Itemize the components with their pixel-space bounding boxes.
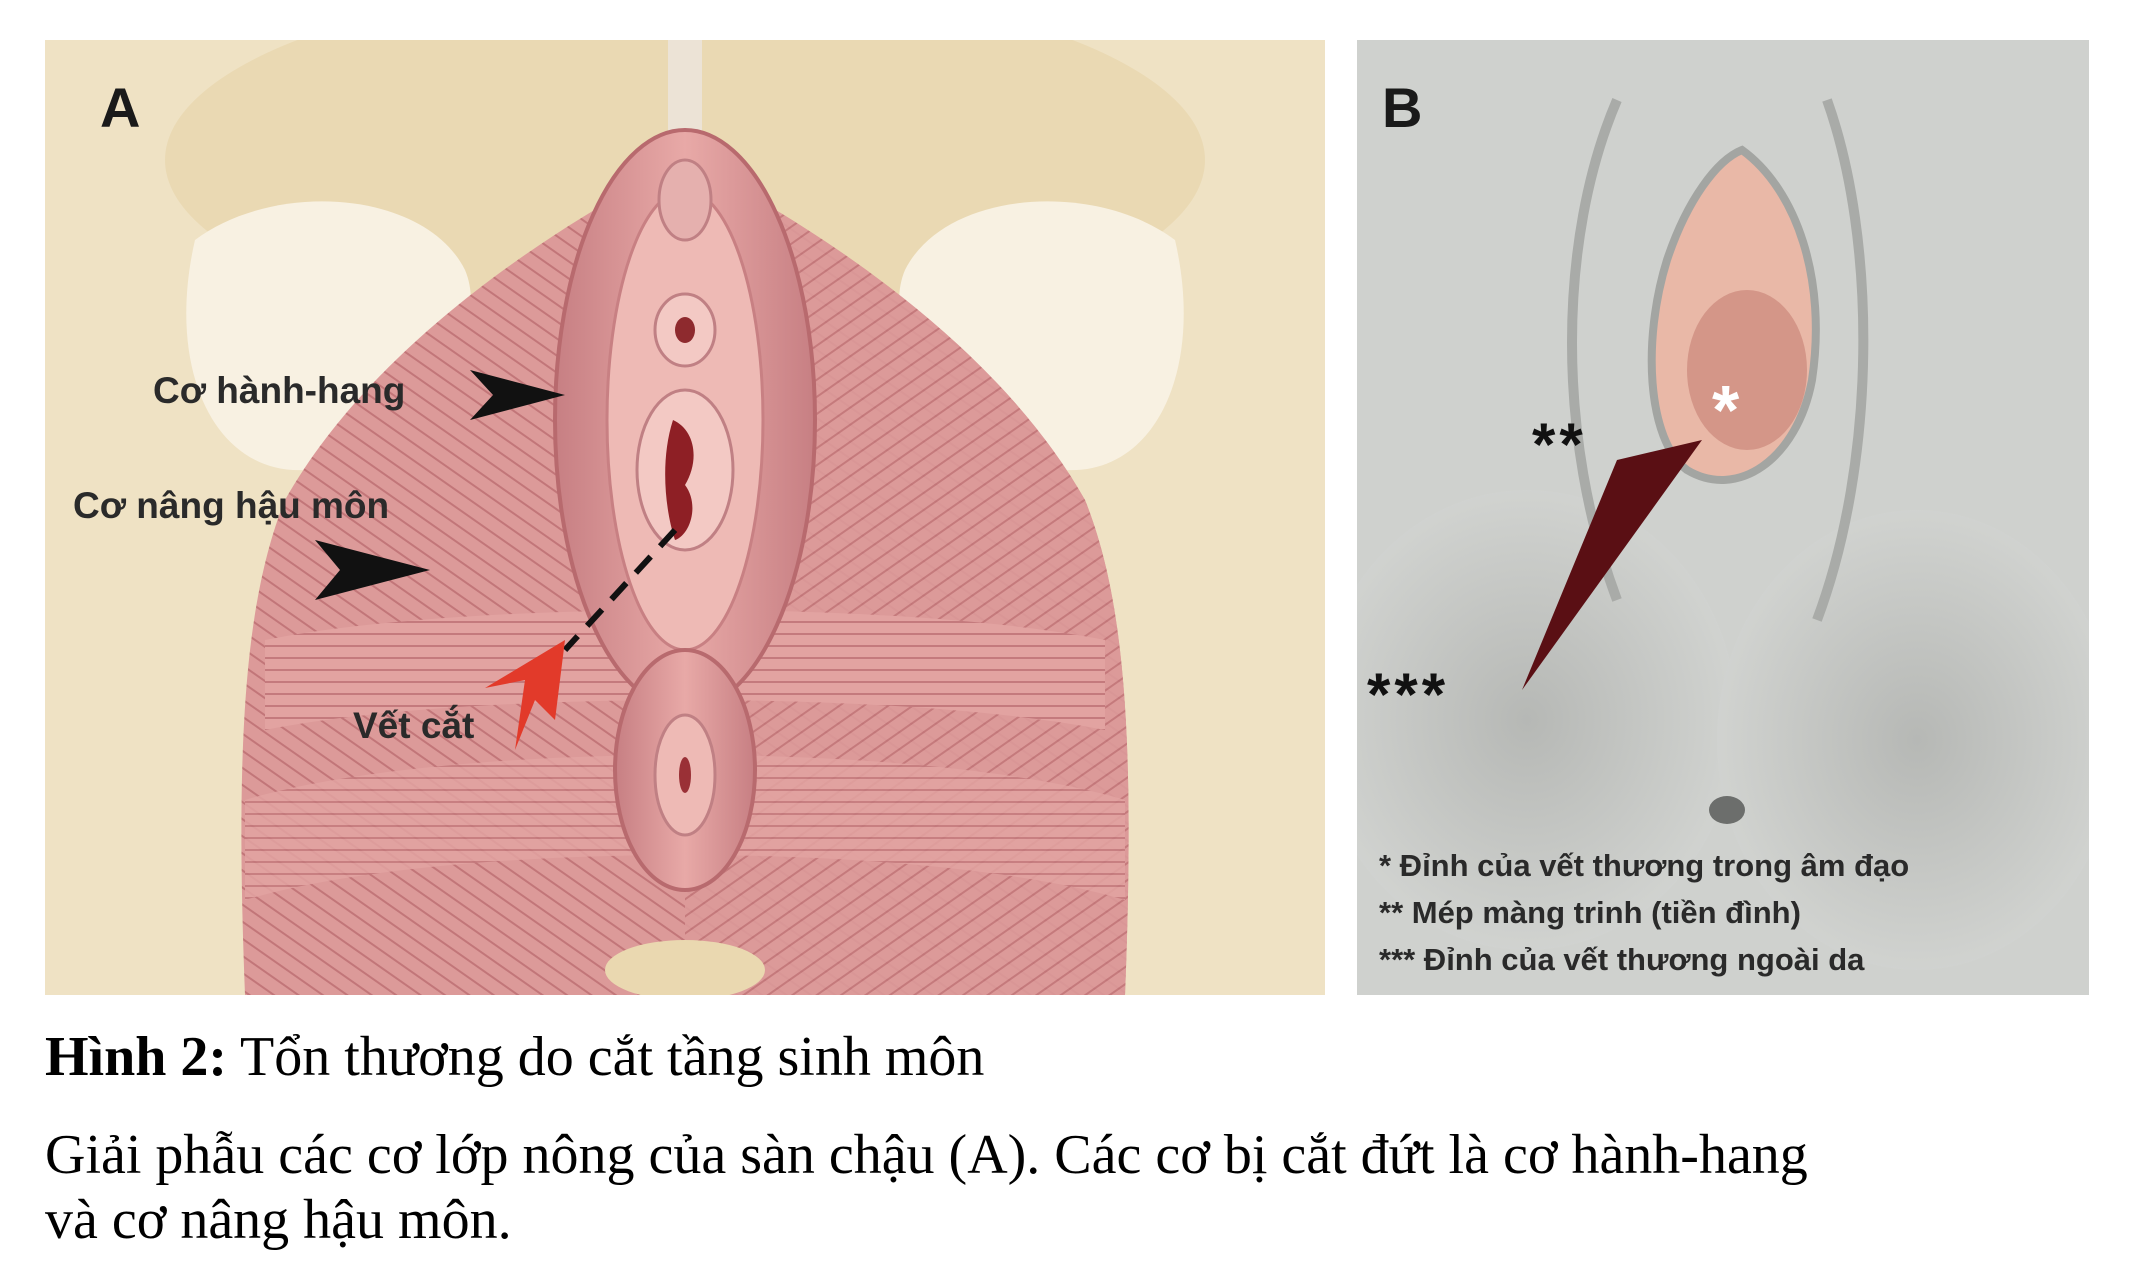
- marker-single-star: *: [1712, 371, 1744, 449]
- anatomy-illustration-panel: A Cơ hành-hang Cơ nâng hậu môn Vết cắt: [45, 40, 1325, 995]
- episiotomy-wound: [1522, 440, 1702, 690]
- pelvic-floor-illustration: [45, 40, 1325, 995]
- incision-arrow-icon: [485, 640, 565, 750]
- bulbospongiosus-label: Cơ hành-hang: [153, 370, 406, 411]
- marker-double-star: **: [1532, 411, 1587, 478]
- figure-description-line-1: Giải phẫu các cơ lớp nông của sàn chậu (…: [45, 1124, 1808, 1186]
- panel-a-letter: A: [100, 76, 141, 139]
- panel-b-letter: B: [1382, 76, 1423, 139]
- levator-ani-label: Cơ nâng hậu môn: [73, 485, 390, 526]
- right-buttock: [1717, 510, 2089, 970]
- left-buttock: [1357, 490, 1737, 950]
- figure-title: Tổn thương do cắt tầng sinh môn: [227, 1026, 985, 1088]
- bulbospongiosus-arrow-icon: [470, 370, 565, 420]
- figure-description-line-2: và cơ nâng hậu môn.: [45, 1189, 512, 1251]
- levator-ani-arrow-icon: [315, 540, 430, 600]
- marker-triple-star: ***: [1367, 661, 1450, 728]
- incision-label: Vết cắt: [353, 705, 475, 746]
- legend-item: * Đỉnh của vết thương trong âm đạo: [1379, 848, 1910, 883]
- legend-item: ** Mép màng trinh (tiền đình): [1379, 895, 1801, 930]
- incision-line: [562, 527, 678, 653]
- figure-label: Hình 2:: [45, 1026, 228, 1088]
- model-photo-panel: B * ** *** * Đỉnh của vết thương trong â…: [1357, 40, 2089, 995]
- perineal-model-photo: [1357, 40, 2089, 995]
- figure-caption-title: Hình 2: Tổn thương do cắt tầng sinh môn: [45, 1025, 984, 1089]
- legend-item: *** Đỉnh của vết thương ngoài da: [1379, 942, 1865, 977]
